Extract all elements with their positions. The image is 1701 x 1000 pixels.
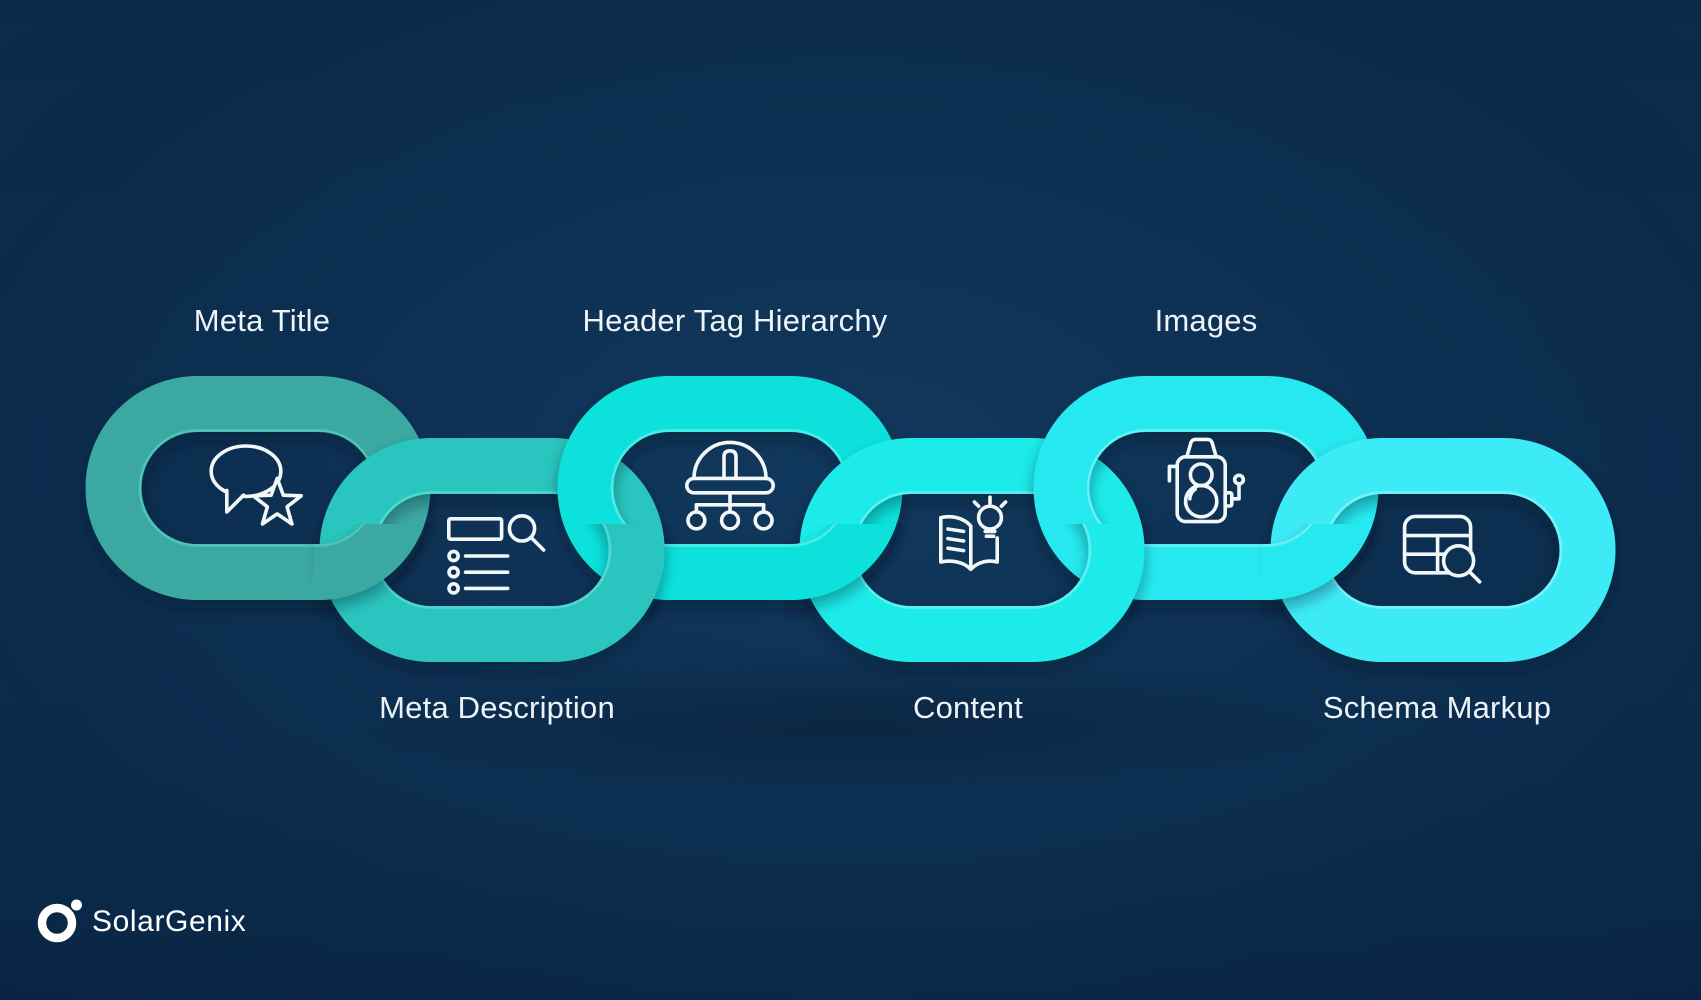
brand-logo: SolarGenix	[36, 898, 246, 946]
open-book-idea-icon	[939, 495, 1008, 572]
link-label-meta-title: Meta Title	[193, 303, 331, 338]
hard-hat-hierarchy-icon	[685, 440, 776, 531]
retro-camera-icon	[1167, 437, 1246, 524]
chain-weave-patch	[1027, 524, 1145, 620]
link-label-images: Images	[1154, 303, 1258, 338]
link-label-meta-description: Meta Description	[379, 690, 615, 725]
link-label-content: Content	[913, 690, 1023, 725]
brand-name: SolarGenix	[92, 905, 247, 938]
link-label-schema-markup: Schema Markup	[1322, 690, 1552, 725]
link-label-header-tag-hierarchy: Header Tag Hierarchy	[582, 303, 888, 338]
ring-dot-logo-icon	[37, 899, 82, 943]
speech-bubble-star-icon	[209, 444, 304, 526]
list-search-icon	[447, 514, 546, 595]
table-search-icon	[1402, 514, 1482, 584]
chain-weave-patch	[547, 524, 665, 620]
